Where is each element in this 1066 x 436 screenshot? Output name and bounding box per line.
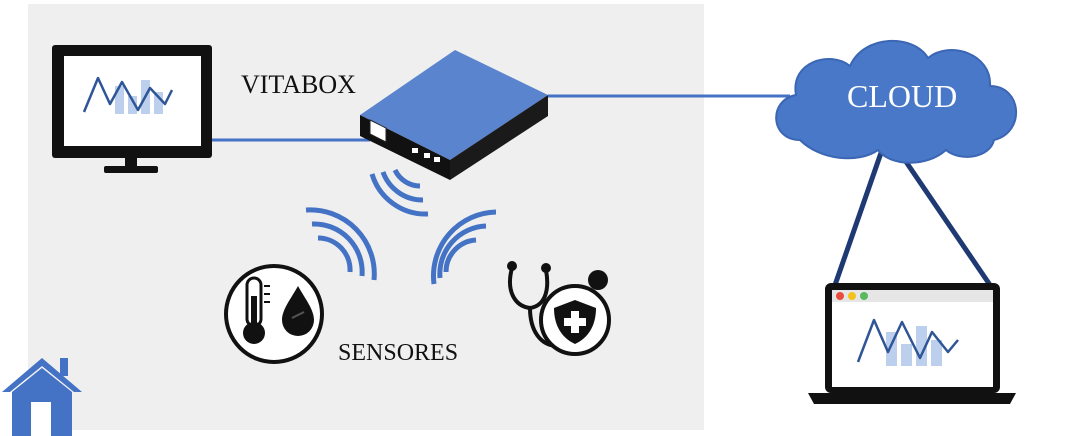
cloud-icon [775, 39, 1018, 164]
wireless-signal-icon [305, 207, 377, 281]
health-sensor [507, 261, 611, 356]
laptop-icon [808, 283, 1016, 404]
wireless-signal-icon [431, 209, 497, 285]
environment-sensor [224, 264, 324, 364]
water-drop-icon [282, 286, 314, 336]
window-close-dot [836, 292, 844, 300]
health-shield-icon [539, 284, 611, 356]
cloud-laptop-link-left [832, 149, 885, 286]
desktop-monitor-icon [52, 45, 212, 173]
home-icon [2, 358, 82, 436]
thermometer-icon [243, 276, 270, 344]
window-minimize-dot [848, 292, 856, 300]
monitor-chart-icon [82, 76, 174, 114]
cloud-laptop-link-right [895, 148, 993, 287]
hub-label: VITABOX [241, 70, 356, 99]
wireless-signal-icon [369, 168, 429, 217]
window-maximize-dot [860, 292, 868, 300]
cloud-label: CLOUD [847, 78, 958, 114]
vitabox-device-icon [360, 50, 548, 180]
laptop-chart-icon [856, 318, 959, 366]
sensors-label: SENSORES [338, 340, 459, 366]
